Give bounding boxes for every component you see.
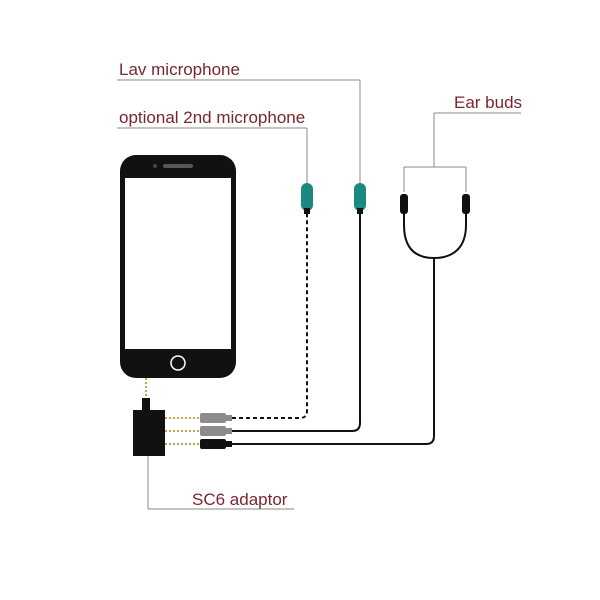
plug-ear-buds bbox=[200, 439, 232, 449]
phone-screen bbox=[125, 178, 231, 349]
adaptor-contacts bbox=[165, 417, 200, 445]
cable-lav-microphone bbox=[232, 213, 361, 432]
microphone-lav-icon bbox=[354, 183, 366, 214]
ear-bud-left-icon bbox=[400, 194, 408, 214]
microphone-2nd-icon bbox=[301, 183, 313, 214]
label-optional-2nd-microphone: optional 2nd microphone bbox=[119, 108, 305, 127]
cable-ear-buds bbox=[232, 258, 435, 445]
phone-camera bbox=[153, 164, 157, 168]
ear-bud-right-icon bbox=[462, 194, 470, 214]
label-lav-microphone: Lav microphone bbox=[119, 60, 240, 79]
sc6-adaptor-box bbox=[133, 410, 165, 456]
plug-lav-microphone bbox=[200, 426, 232, 436]
home-button-icon bbox=[170, 355, 186, 371]
label-ear-buds: Ear buds bbox=[454, 93, 522, 112]
phone-speaker-slot bbox=[163, 164, 193, 168]
cable-2nd-microphone bbox=[232, 213, 308, 419]
plug-2nd-microphone bbox=[200, 413, 232, 423]
phone-plug bbox=[142, 378, 150, 410]
smartphone bbox=[120, 155, 236, 378]
cable-ear-buds-split bbox=[403, 212, 467, 259]
label-sc6-adaptor: SC6 adaptor bbox=[192, 490, 288, 509]
